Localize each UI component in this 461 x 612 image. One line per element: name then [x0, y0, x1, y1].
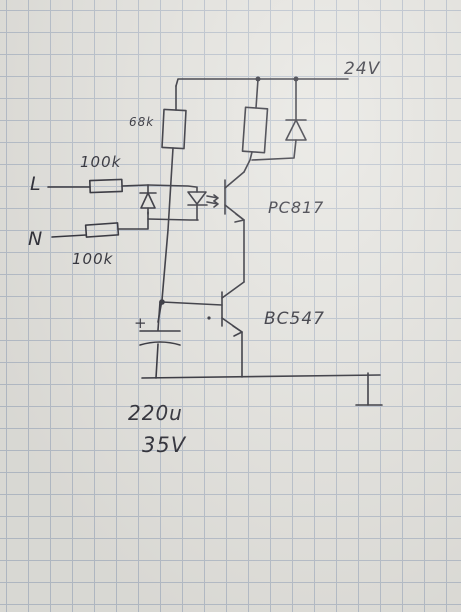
transistor-label: BC547: [264, 309, 325, 329]
capacitor-plate-bottom: [139, 341, 181, 346]
wire-flyback-bottom: [251, 139, 297, 161]
resistor-68k-label: 68k: [129, 115, 154, 129]
resistor-n-100k: [84, 222, 120, 238]
capacitor-plus-sign: +: [134, 314, 148, 332]
bc547-collector: [221, 281, 245, 299]
wire-l-resistor-to-diode: [121, 184, 149, 187]
bc547-dot: [207, 316, 211, 320]
flyback-diode-icon: [285, 119, 307, 141]
wire-coil-bottom: [243, 151, 253, 173]
wire-led-bottom: [147, 218, 199, 221]
wire-cap-top: [157, 301, 161, 331]
capacitor-value-label: 220u: [128, 401, 183, 425]
opto-light-arrow-2-icon: [206, 200, 219, 208]
opto-collector: [224, 171, 245, 189]
neutral-input-label: N: [28, 228, 43, 250]
wire-cap-bottom: [155, 343, 159, 379]
wire-coil-top: [255, 78, 259, 109]
optocoupler-label: PC817: [268, 198, 324, 217]
line-input-label: L: [30, 173, 42, 195]
resistor-l-100k: [89, 178, 123, 194]
capacitor-voltage-label: 35V: [142, 433, 187, 457]
resistor-l-label: 100k: [80, 153, 122, 171]
wire-n-resistor-to-diode: [117, 211, 149, 230]
supply-rail: [175, 78, 349, 87]
bc547-emitter-arrow-icon: [232, 325, 243, 337]
ground-rail: [141, 374, 381, 379]
resistor-68k: [161, 108, 187, 150]
supply-voltage-label: 24V: [344, 59, 381, 79]
opto-led-icon: [187, 191, 207, 205]
wire-led-top: [147, 184, 197, 188]
relay-coil: [241, 106, 269, 154]
opto-emitter-arrow-icon: [234, 213, 245, 223]
protection-diode-icon: [140, 192, 156, 209]
wire-main-node: [157, 147, 174, 323]
resistor-n-label: 100k: [72, 250, 114, 268]
opto-light-arrow-icon: [206, 194, 219, 202]
wire-node-to-bc547-base: [161, 301, 223, 306]
wire-n-in: [51, 234, 87, 238]
